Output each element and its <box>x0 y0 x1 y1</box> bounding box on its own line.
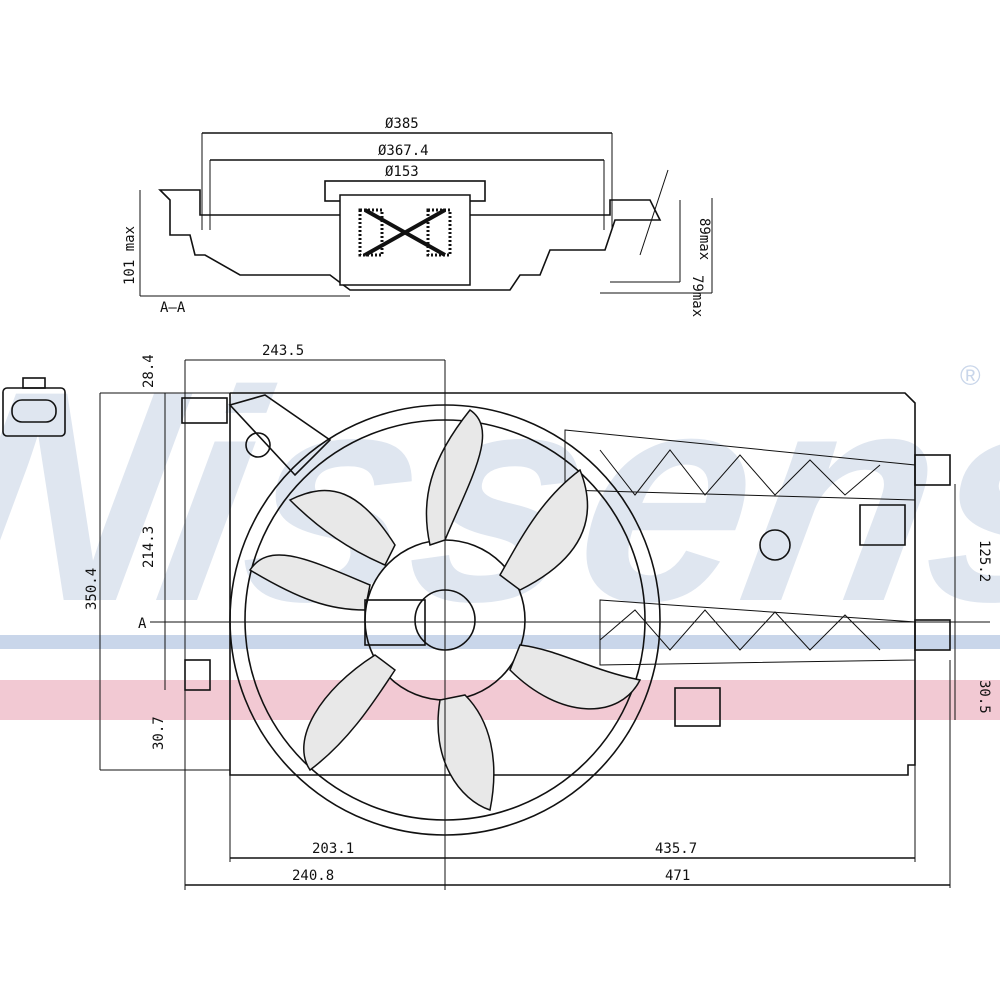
dim-left-lower: 30.7 <box>151 716 167 750</box>
dim-left-upper: 214.3 <box>141 526 157 568</box>
dim-diameter-367: Ø367.4 <box>378 143 429 159</box>
front-view: 243.5 28.4 214.3 350.4 A 30.7 125.2 30.5… <box>84 343 992 890</box>
watermark: Nissens ® <box>0 329 1000 720</box>
dim-overall-height: 350.4 <box>84 568 100 610</box>
connector-icon <box>2 377 66 437</box>
watermark-logo: Nissens <box>0 329 1000 664</box>
dim-diameter-385: Ø385 <box>385 116 419 132</box>
registered-mark: ® <box>960 360 981 391</box>
dim-height-101: 101 max <box>122 226 138 285</box>
section-label: A–A <box>160 300 186 316</box>
dim-right-lower: 30.5 <box>976 680 992 714</box>
dim-bottom-right-inner: 435.7 <box>655 841 697 857</box>
dim-top-offset: 28.4 <box>141 354 157 388</box>
watermark-stripe-red <box>0 680 1000 720</box>
section-view: Ø385 Ø367.4 Ø153 101 max 79max 89max A–A <box>122 116 713 317</box>
dim-height-89: 89max <box>696 218 712 260</box>
dim-top-width: 243.5 <box>262 343 304 359</box>
dim-diameter-153: Ø153 <box>385 164 419 180</box>
section-marker: A <box>138 616 147 632</box>
dim-bottom-left-outer: 240.8 <box>292 868 334 884</box>
dim-bottom-left-inner: 203.1 <box>312 841 354 857</box>
dim-right-upper: 125.2 <box>976 540 992 582</box>
dim-bottom-right-outer: 471 <box>665 868 690 884</box>
dim-height-79: 79max <box>689 275 705 317</box>
